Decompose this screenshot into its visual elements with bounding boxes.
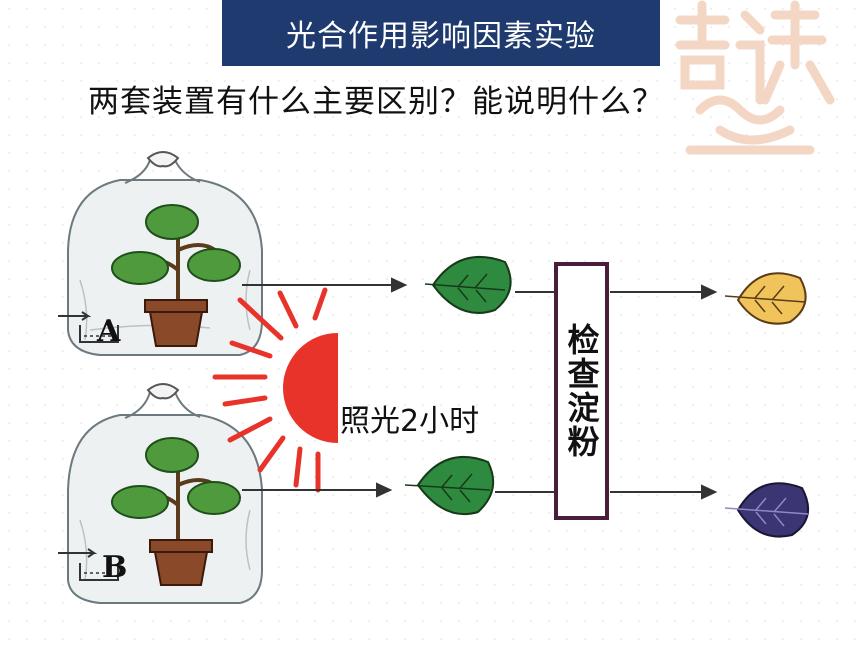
page-title: 光合作用影响因素实验 bbox=[222, 0, 660, 66]
plant-b bbox=[111, 437, 241, 586]
sun-icon bbox=[212, 287, 338, 493]
label-a: A bbox=[97, 314, 121, 349]
dish-b bbox=[58, 548, 119, 581]
leaf-a-green bbox=[424, 255, 512, 314]
dish-a bbox=[58, 311, 119, 343]
check-starch-box: 检查淀粉 bbox=[554, 262, 609, 520]
plant-a bbox=[111, 204, 241, 347]
leaf-b-purple bbox=[724, 482, 810, 538]
arrows-row-b bbox=[242, 482, 718, 500]
decorative-watermark bbox=[675, 0, 835, 155]
leaf-a-yellow bbox=[724, 272, 807, 325]
light-duration-label: 照光2小时 bbox=[340, 404, 480, 439]
check-starch-label: 检查淀粉 bbox=[562, 323, 601, 459]
leaf-b-green bbox=[404, 455, 495, 516]
arrows-row-a bbox=[242, 277, 718, 300]
label-b: B bbox=[102, 550, 128, 585]
question-text: 两套装置有什么主要区别？能说明什么？ bbox=[88, 84, 664, 120]
